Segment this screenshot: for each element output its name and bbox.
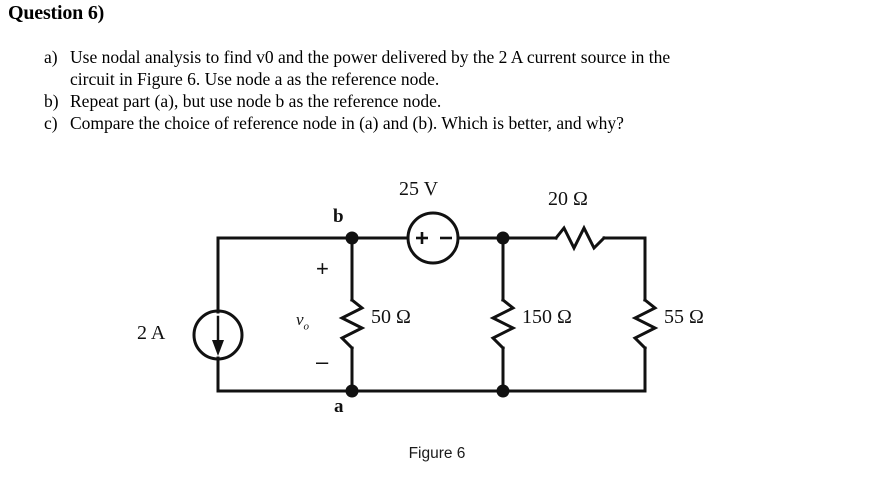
node-dot-b xyxy=(345,231,359,245)
part-line: circuit in Figure 6. Use node a as the r… xyxy=(70,69,440,89)
list-item: a) Use nodal analysis to find v0 and the… xyxy=(44,46,834,90)
current-source-circle xyxy=(192,309,244,361)
part-marker: a) xyxy=(44,47,58,67)
circuit-diagram: 25 V 20 Ω b a 2 A + – vo 50 Ω 150 Ω 55 Ω… xyxy=(0,170,874,484)
resistor-20-zigzag xyxy=(553,224,607,252)
part-line: Compare the choice of reference node in … xyxy=(70,113,624,133)
node-label-a: a xyxy=(334,396,344,417)
current-source-arrowhead xyxy=(212,340,224,356)
node-dot-middle-top xyxy=(496,231,510,245)
part-text: Repeat part (a), but use node b as the r… xyxy=(70,90,834,112)
resistor-50-label: 50 Ω xyxy=(371,306,411,328)
resistor-50-zigzag xyxy=(338,297,366,351)
part-line: Repeat part (a), but use node b as the r… xyxy=(70,91,442,111)
part-line-text: Use nodal analysis to find v0 and the po… xyxy=(70,47,671,67)
part-text: Compare the choice of reference node in … xyxy=(70,112,834,134)
voltage-symbol-subscript: o xyxy=(303,320,310,333)
voltage-polarity-plus: + xyxy=(316,256,329,281)
parts-list: a) Use nodal analysis to find v0 and the… xyxy=(44,46,834,134)
voltage-source-circle xyxy=(406,211,460,265)
resistor-150-label: 150 Ω xyxy=(522,306,572,328)
node-label-b: b xyxy=(333,206,344,227)
voltage-source-value-label: 25 V xyxy=(399,178,439,200)
resistor-55-zigzag xyxy=(631,297,659,351)
resistor-150-zigzag xyxy=(489,297,517,351)
current-source-value-label: 2 A xyxy=(137,322,166,344)
figure-caption: Figure 6 xyxy=(408,445,466,462)
resistor-55-label: 55 Ω xyxy=(664,306,704,328)
list-item: b) Repeat part (a), but use node b as th… xyxy=(44,90,834,112)
part-marker: c) xyxy=(44,113,58,133)
part-text: Use nodal analysis to find v0 and the po… xyxy=(70,46,834,90)
voltage-symbol-label: vo xyxy=(296,310,309,332)
page-title: Question 6) xyxy=(8,2,105,24)
circuit-schematic-svg xyxy=(192,211,659,398)
part-line: Use nodal analysis to find v0 and the po… xyxy=(70,46,834,68)
voltage-polarity-minus: – xyxy=(316,349,329,374)
part-marker: b) xyxy=(44,91,59,111)
voltage-symbol-base: v xyxy=(296,310,304,329)
resistor-20-label: 20 Ω xyxy=(548,188,588,210)
node-dot-a xyxy=(345,384,359,398)
list-item: c) Compare the choice of reference node … xyxy=(44,112,834,134)
node-dot-middle-bottom xyxy=(496,384,510,398)
